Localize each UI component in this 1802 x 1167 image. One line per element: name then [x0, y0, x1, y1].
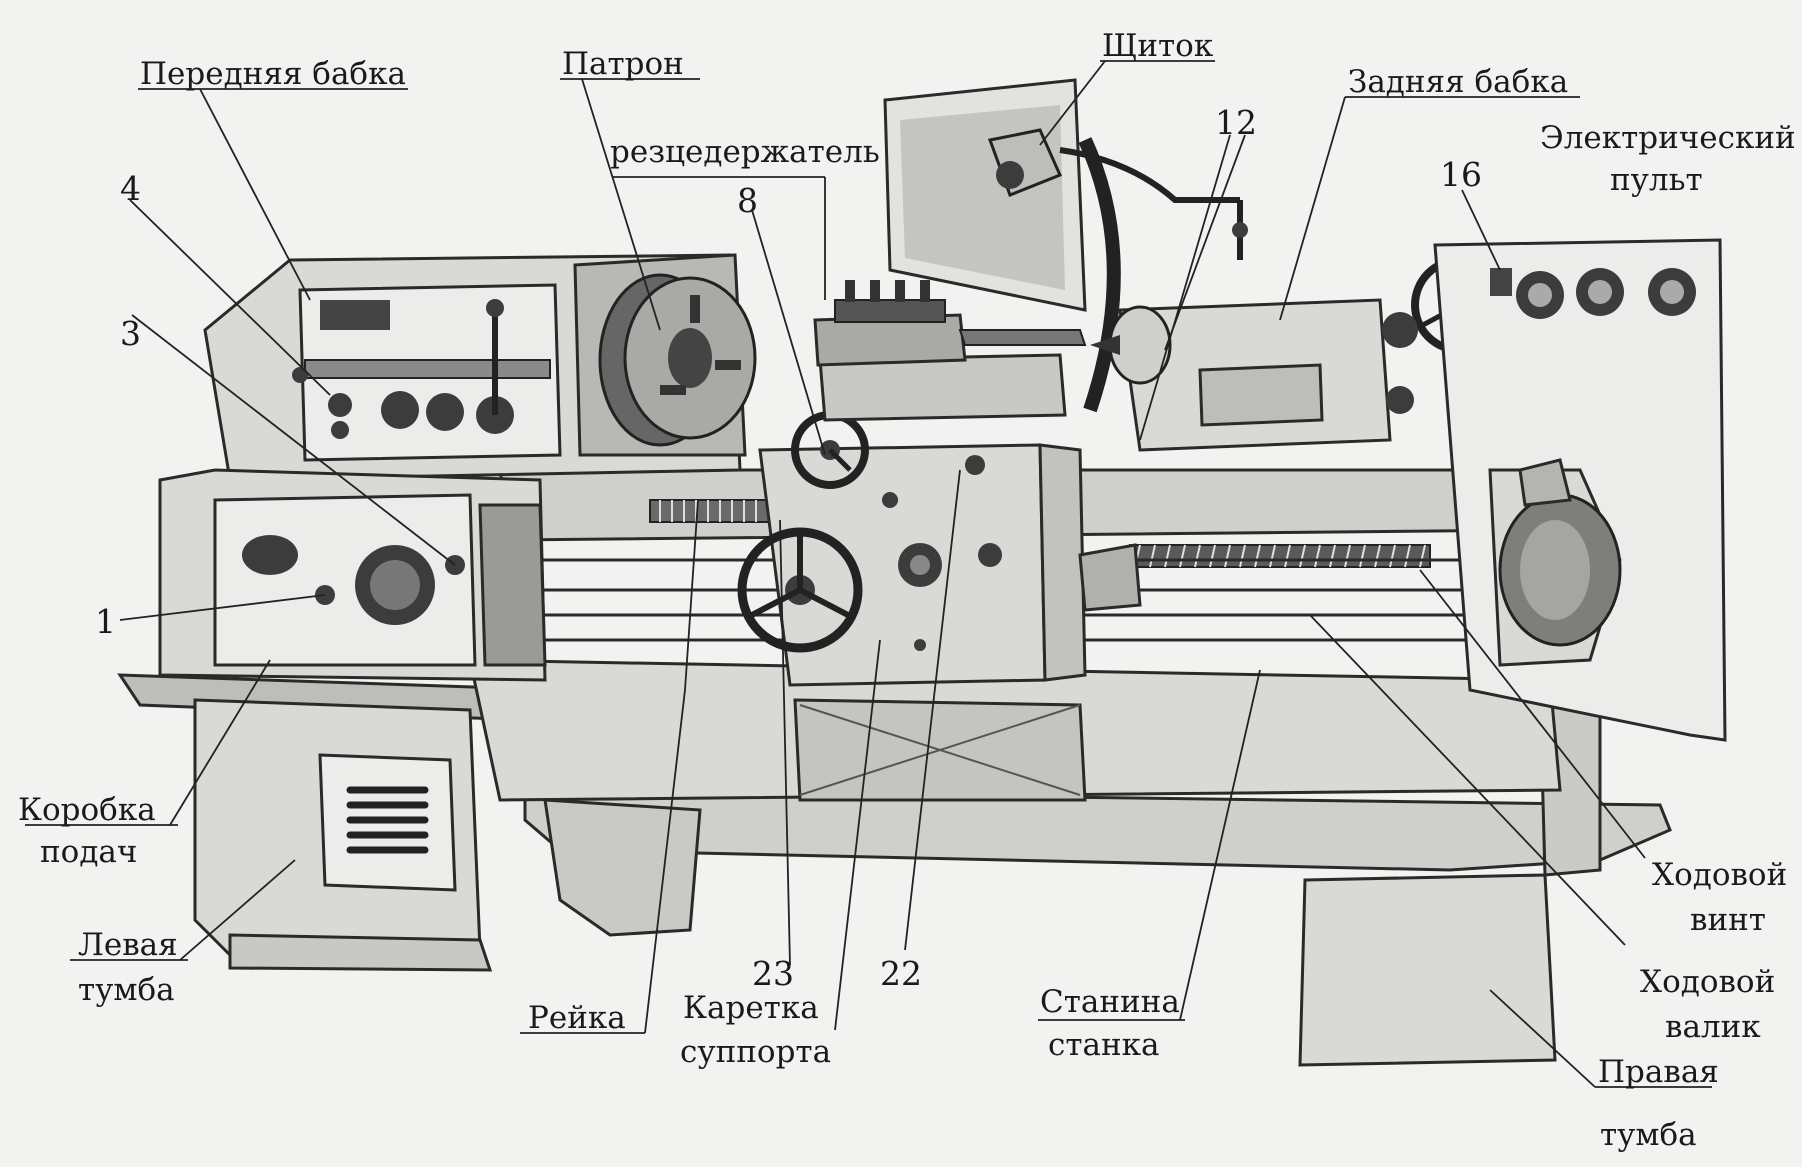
carriage-handwheel [737, 527, 863, 653]
label-shield: Щиток [1102, 28, 1213, 64]
lead-screw [1129, 544, 1431, 568]
label-feed-box-2: подач [40, 834, 137, 870]
chuck [573, 253, 757, 457]
label-left-pedestal-2: тумба [78, 972, 175, 1008]
lathe-drawing [117, 78, 1727, 1067]
feed-box [158, 468, 547, 682]
shield-arc [1078, 137, 1121, 413]
speed-knob-1 [381, 391, 419, 429]
label-lead-screw-2: винт [1690, 902, 1766, 938]
vent-slots [346, 786, 429, 854]
label-lead-screw-1: Ходовой [1652, 857, 1787, 893]
label-headstock: Передняя бабка [140, 56, 406, 92]
middle-support [543, 798, 702, 937]
chip-tray [523, 788, 1672, 872]
right-pedestal [1298, 688, 1602, 1067]
speed-knob-2 [426, 393, 464, 431]
callout-22: 22 [880, 954, 922, 993]
callout-4: 4 [120, 169, 141, 208]
label-chuck: Патрон [562, 46, 684, 82]
label-tool-holder: резцедержатель [610, 134, 880, 170]
label-carriage-2: суппорта [680, 1034, 831, 1070]
labels: Передняя бабка Патрон Щиток Задняя бабка… [18, 28, 1796, 1153]
speed-scale [304, 359, 551, 379]
callout-12: 12 [1215, 103, 1257, 142]
carriage [737, 411, 1087, 687]
callout-1: 1 [95, 602, 116, 641]
electric-control-knobs [1490, 268, 1696, 319]
tailstock-center [1090, 335, 1120, 355]
label-tailstock: Задняя бабка [1348, 64, 1568, 100]
label-feed-shaft-1: Ходовой [1640, 964, 1775, 1000]
left-pedestal [193, 698, 493, 972]
label-feed-box-1: Коробка [18, 792, 156, 828]
tool-holder [834, 299, 946, 323]
rack [649, 499, 771, 523]
label-feed-shaft-2: валик [1665, 1009, 1761, 1045]
feed-selector [242, 535, 298, 575]
label-carriage-1: Каретка [683, 990, 819, 1026]
label-bed-2: станка [1048, 1027, 1160, 1063]
label-right-pedestal-2: тумба [1600, 1117, 1697, 1153]
callout-23: 23 [752, 954, 794, 993]
label-electric-panel-1: Электрический [1540, 120, 1796, 156]
headstock-plate [320, 300, 390, 330]
callout-8: 8 [737, 181, 758, 220]
label-left-pedestal-1: Левая [78, 927, 178, 963]
lathe-bed [468, 658, 1562, 802]
label-electric-panel-2: пульт [1610, 162, 1703, 198]
leader-lines [25, 60, 1712, 1088]
callout-3: 3 [120, 314, 141, 353]
label-rack: Рейка [528, 1000, 626, 1036]
shield [883, 78, 1248, 413]
end-housing [1488, 458, 1622, 667]
label-right-pedestal-1: Правая [1598, 1054, 1719, 1090]
feed-box-panel [213, 493, 477, 667]
tool-post [813, 280, 1087, 422]
callout-16: 16 [1440, 155, 1482, 194]
split-nut-box [1078, 543, 1142, 612]
label-bed-1: Станина [1040, 984, 1180, 1020]
